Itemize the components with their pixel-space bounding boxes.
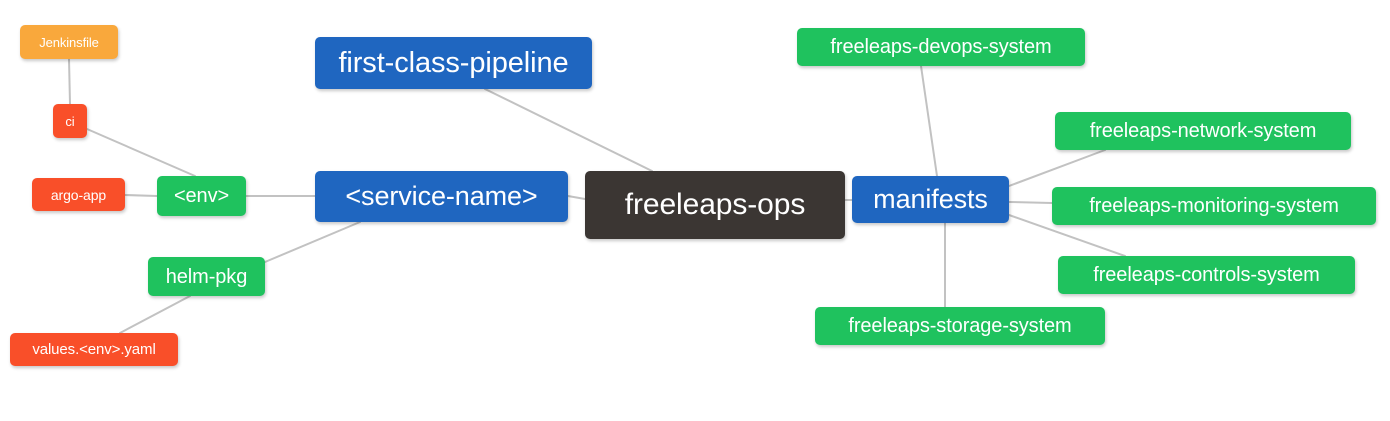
node-label: Jenkinsfile (39, 34, 99, 50)
edge-helm-pkg-to-values-yaml (119, 295, 191, 334)
node-label: freeleaps-devops-system (830, 36, 1052, 58)
node-label: <env> (173, 185, 230, 207)
edge-argo-app-to-env (124, 194, 158, 197)
node-label: argo-app (50, 186, 107, 203)
node-argo-app[interactable]: argo-app (32, 178, 125, 211)
edge-service-name-to-freeleaps-ops (567, 195, 586, 200)
node-label: freeleaps-controls-system (1093, 264, 1320, 286)
node-label: freeleaps-network-system (1089, 120, 1317, 142)
node-label: values.<env>.yaml (32, 341, 156, 358)
edge-manifests-to-freeleaps-network-system (1008, 149, 1106, 187)
node-label: helm-pkg (165, 265, 248, 288)
edge-jenkinsfile-to-ci (68, 58, 71, 105)
node-freeleaps-devops-system[interactable]: freeleaps-devops-system (797, 28, 1085, 66)
node-label: freeleaps-monitoring-system (1089, 195, 1339, 217)
node-freeleaps-network-system[interactable]: freeleaps-network-system (1055, 112, 1351, 150)
node-first-class-pipeline[interactable]: first-class-pipeline (315, 37, 592, 89)
node-values-yaml[interactable]: values.<env>.yaml (10, 333, 178, 366)
node-service-name[interactable]: <service-name> (315, 171, 568, 222)
node-label: freeleaps-ops (624, 188, 806, 221)
edge-manifests-to-freeleaps-devops-system (920, 65, 938, 177)
edge-ci-to-env (86, 128, 196, 177)
node-label: first-class-pipeline (338, 46, 569, 79)
edge-manifests-to-freeleaps-monitoring-system (1008, 201, 1053, 204)
node-freeleaps-ops[interactable]: freeleaps-ops (585, 171, 845, 239)
node-label: freeleaps-storage-system (848, 315, 1072, 337)
node-label: ci (65, 113, 75, 129)
node-manifests[interactable]: manifests (852, 176, 1009, 223)
node-jenkinsfile[interactable]: Jenkinsfile (20, 25, 118, 59)
node-env[interactable]: <env> (157, 176, 246, 216)
node-freeleaps-storage-system[interactable]: freeleaps-storage-system (815, 307, 1105, 345)
edge-first-class-pipeline-to-freeleaps-ops (484, 88, 653, 172)
node-freeleaps-monitoring-system[interactable]: freeleaps-monitoring-system (1052, 187, 1376, 225)
node-helm-pkg[interactable]: helm-pkg (148, 257, 265, 296)
edge-service-name-to-helm-pkg (264, 221, 361, 263)
node-ci[interactable]: ci (53, 104, 87, 138)
node-label: manifests (873, 184, 988, 214)
node-freeleaps-controls-system[interactable]: freeleaps-controls-system (1058, 256, 1355, 294)
node-label: <service-name> (345, 181, 538, 211)
